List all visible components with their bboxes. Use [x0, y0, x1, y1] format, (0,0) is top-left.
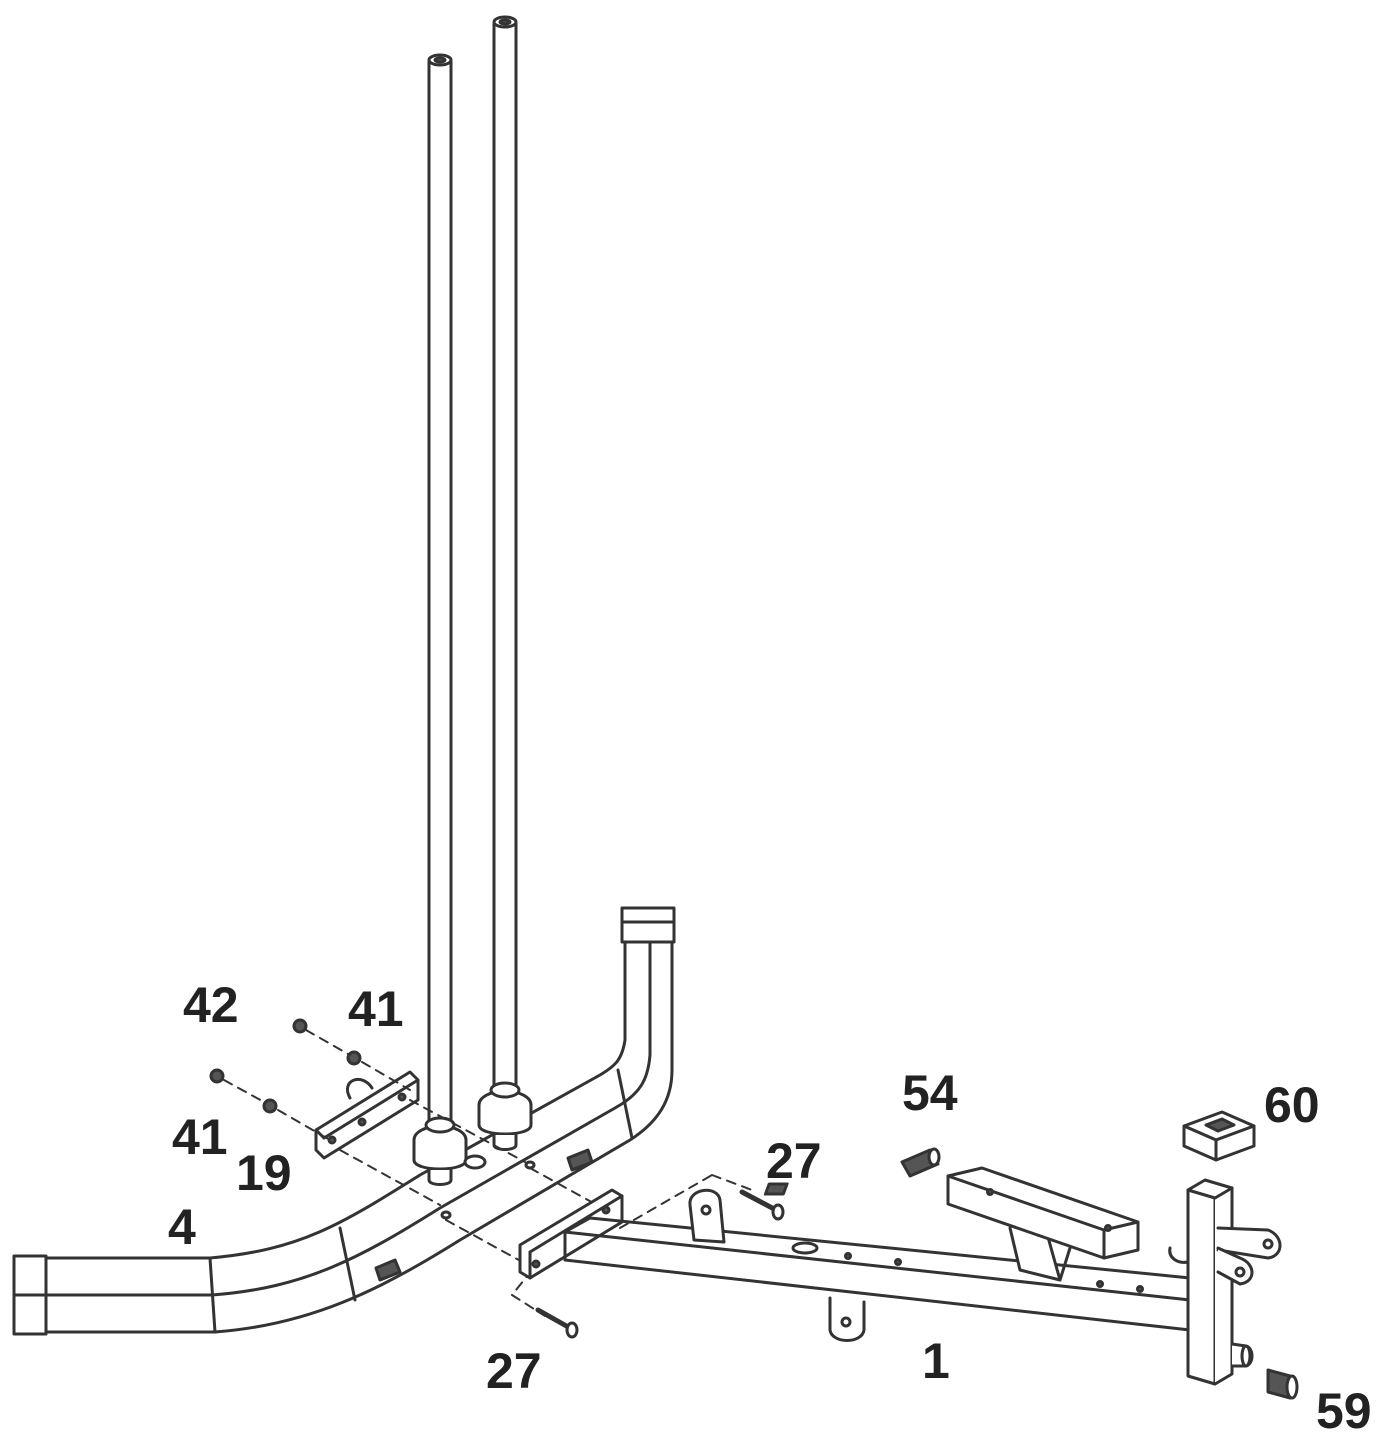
part-60-front	[1214, 1124, 1256, 1162]
front-post-bracket	[1216, 1226, 1282, 1260]
main-frame-part-1	[518, 1166, 1282, 1386]
upright-rods	[412, 15, 533, 1186]
label-part-54: 54	[902, 1065, 958, 1121]
label-part-60: 60	[1264, 1077, 1320, 1133]
tube-seam	[616, 1068, 634, 1140]
washer-19	[262, 1098, 278, 1114]
bracket-hole	[397, 1092, 407, 1102]
tube-seam	[208, 1256, 217, 1334]
label-part-41-top: 41	[348, 981, 404, 1037]
beam-upper-tab	[688, 1189, 726, 1244]
base-tube-top-edge	[44, 938, 627, 1260]
front-post-opening	[763, 1182, 789, 1196]
beam-lower-tab-hole	[840, 1316, 852, 1328]
label-part-59: 59	[1316, 1383, 1372, 1439]
beam-back-edge	[563, 1216, 1192, 1280]
bottom-tab	[374, 1258, 402, 1282]
left-rod-foot	[427, 1168, 453, 1186]
tube-seam	[338, 1226, 357, 1302]
small-parts	[535, 1110, 1299, 1400]
bolt-27-top-head	[771, 1203, 785, 1221]
right-rod-collar-top	[489, 1081, 521, 1099]
label-part-41-left: 41	[172, 1109, 228, 1165]
left-bracket	[314, 1070, 420, 1160]
base-tube-mid-edge	[44, 938, 652, 1297]
bolt-27-top-shaft	[739, 1189, 779, 1213]
part-59-end	[1285, 1374, 1299, 1400]
beam-slot	[791, 1241, 819, 1255]
beam-hole	[1096, 1280, 1104, 1288]
beam-top-edge	[563, 1230, 1192, 1302]
right-rod-top-hole	[498, 18, 512, 26]
left-rod-side-nub	[463, 1154, 487, 1170]
seat-bar-hole	[1104, 1224, 1112, 1232]
part-54-end	[927, 1147, 941, 1167]
beam-upper-tab-hole	[700, 1204, 712, 1216]
nut-41-top	[346, 1050, 362, 1066]
seat-bar-hole	[986, 1188, 994, 1196]
bracket-hole	[327, 1135, 337, 1145]
left-rod-top-hole	[433, 56, 447, 64]
beam-hole	[844, 1252, 852, 1260]
part-60-opening	[1204, 1117, 1236, 1133]
bracket-hole	[357, 1117, 367, 1127]
front-post-bracket-hole	[1262, 1238, 1274, 1250]
seat-support-bar	[946, 1166, 1140, 1260]
label-part-19: 19	[236, 1145, 292, 1201]
base-tube-bottom-edge	[44, 938, 674, 1334]
front-post-bracket-lower-hole	[1234, 1266, 1246, 1278]
front-post-top	[1186, 1178, 1234, 1192]
bolt-27-bottom-head	[565, 1321, 579, 1339]
label-part-4: 4	[168, 1199, 196, 1255]
seat-support-post	[1008, 1226, 1062, 1282]
nut-42	[292, 1018, 308, 1034]
label-part-27-bottom: 27	[486, 1343, 542, 1399]
front-axle-stub-end	[1240, 1344, 1252, 1368]
left-rod-collar-top	[424, 1116, 456, 1134]
base-frame-part-4	[12, 906, 676, 1336]
rear-post-cap	[620, 906, 676, 944]
label-part-27-top: 27	[766, 1133, 822, 1189]
hardware-nuts	[209, 1018, 362, 1114]
beam-hole	[1136, 1285, 1144, 1293]
front-post-face	[1186, 1188, 1217, 1386]
nut-41-left	[209, 1068, 225, 1084]
front-bracket-hole	[531, 1259, 541, 1269]
beam-hole	[894, 1258, 902, 1266]
left-rod-collar-body	[412, 1138, 468, 1171]
hole	[440, 1210, 452, 1220]
bottom-tab	[566, 1148, 594, 1172]
front-post-side	[1213, 1186, 1234, 1386]
bracket-eyelet	[346, 1077, 374, 1100]
right-rod-collar-body	[477, 1103, 533, 1136]
front-bracket-edge	[528, 1194, 624, 1254]
part-labels: 42 41 41 19 4 54 60 27 27 1 59	[168, 977, 1372, 1439]
label-part-42: 42	[183, 977, 239, 1033]
beam-bottom-edge	[563, 1230, 1192, 1332]
left-axle-stub	[1168, 1246, 1190, 1264]
bracket-fold	[322, 1078, 420, 1140]
front-bracket-hole	[601, 1205, 611, 1215]
bracket-plate	[314, 1070, 420, 1160]
label-part-1: 1	[922, 1333, 950, 1389]
bolt-27-bottom-shaft	[535, 1307, 573, 1331]
